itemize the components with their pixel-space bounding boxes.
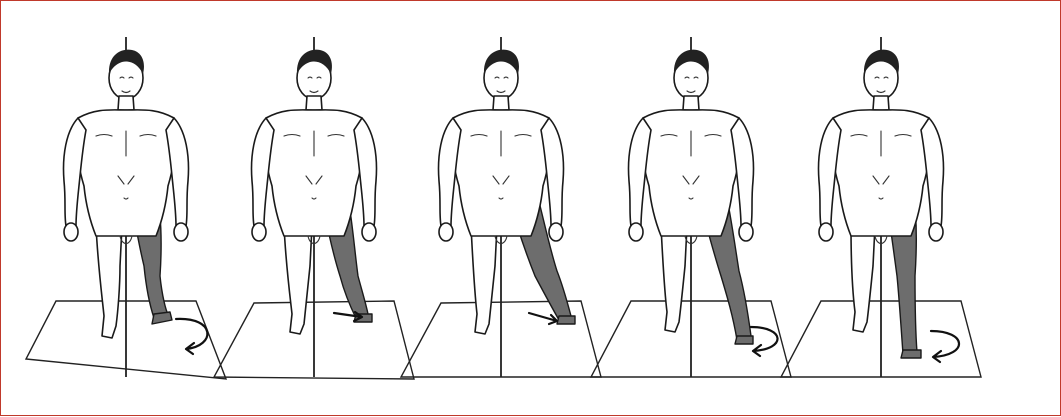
gait-phase-2 — [214, 37, 414, 379]
gait-phase-1 — [26, 37, 226, 379]
curved-arrow-icon — [931, 331, 959, 362]
gait-phase-5 — [781, 37, 981, 377]
curved-arrow-icon — [176, 319, 207, 354]
gait-phase-3 — [401, 37, 601, 377]
gait-phase-4 — [591, 37, 791, 377]
straight-arrow-icon — [529, 313, 557, 324]
straight-arrow-icon — [334, 312, 362, 321]
curved-arrow-icon — [751, 327, 778, 356]
